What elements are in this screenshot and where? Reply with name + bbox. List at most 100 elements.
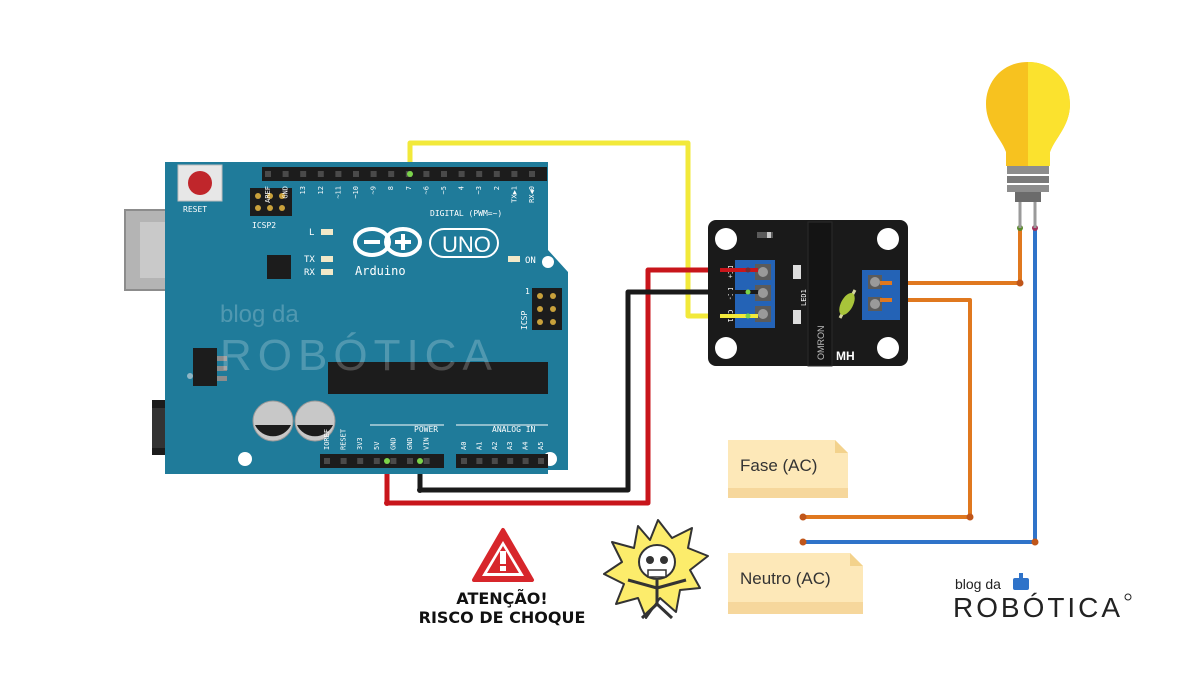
watermark-bottom: ROBÓTICA — [220, 331, 498, 380]
header-pin — [441, 171, 447, 177]
header-pin — [461, 458, 467, 464]
header-pin — [538, 458, 544, 464]
blog-da-robotica-logo: blog da ROBÓTICA — [953, 573, 1132, 623]
pin-label: A4 — [522, 442, 530, 450]
header-pin — [458, 171, 465, 177]
header-pin — [388, 171, 395, 177]
pin-label: RX◀0 — [528, 186, 536, 203]
header-pin — [491, 458, 498, 464]
icsp2-header — [250, 188, 292, 216]
relay-output-terminal — [862, 270, 900, 320]
gnd-wire — [417, 289, 753, 493]
pin-label: 12 — [317, 186, 325, 194]
logo-bottom: ROBÓTICA — [953, 592, 1123, 623]
led-l — [321, 229, 333, 235]
header-pin — [340, 458, 347, 464]
analog-label: ANALOG IN — [492, 425, 536, 434]
relay-led-label: LED1 — [800, 289, 808, 306]
pin-label: A3 — [506, 442, 514, 450]
power-label: POWER — [414, 425, 438, 434]
pin-label: 2 — [493, 186, 501, 190]
header-pin — [507, 458, 514, 464]
icsp-pin-one: 1 — [525, 287, 530, 296]
relay-input-wire-ends — [720, 267, 892, 319]
pin-label: AREF — [264, 186, 272, 203]
header-pin — [423, 458, 430, 464]
robot-icon — [1013, 573, 1029, 590]
led-tx-label: TX — [304, 255, 315, 265]
logo-top: blog da — [955, 576, 1001, 592]
header-pin — [407, 458, 413, 464]
pin-label: 8 — [387, 186, 395, 190]
header-pin — [390, 458, 397, 464]
header-pin — [370, 171, 377, 177]
pin-label: ~10 — [352, 186, 360, 199]
pin-label: RESET — [340, 428, 348, 450]
fase-note: Fase (AC) — [728, 440, 848, 498]
fase-label: Fase (AC) — [740, 456, 817, 475]
mount-hole — [238, 452, 252, 466]
pin-label: 7 — [405, 186, 413, 190]
header-pin — [423, 171, 430, 177]
header-pin — [324, 458, 330, 464]
atmega-chip — [328, 362, 548, 394]
relay-module: DC+DC-CH1 LED1 OMRON MH — [708, 220, 908, 367]
header-pin — [476, 458, 483, 464]
header-pin — [357, 458, 364, 464]
light-bulb-icon — [986, 62, 1070, 228]
pin-label: ~9 — [370, 186, 378, 194]
led-rx-label: RX — [304, 268, 315, 278]
arduino-brand: Arduino — [355, 264, 406, 278]
on-label: ON — [525, 256, 536, 266]
uno-label: UNO — [442, 232, 491, 257]
pin-label: A5 — [537, 442, 545, 450]
pin-label: GND — [406, 437, 414, 450]
led-tx — [321, 256, 333, 262]
relay-led — [793, 265, 801, 279]
icsp-header — [532, 288, 562, 330]
omron-ssr — [807, 221, 833, 367]
pin-label: ~11 — [334, 186, 342, 199]
pin-label: ~5 — [440, 186, 448, 194]
led-l-label: L — [309, 228, 314, 238]
digital-label: DIGITAL (PWM=~) — [430, 209, 502, 218]
header-pin — [529, 171, 535, 177]
pin-label: A1 — [475, 442, 483, 450]
board-pcb — [165, 162, 568, 474]
voltage-regulator — [193, 348, 227, 386]
uno-badge — [429, 228, 499, 258]
pin-label: IOREF — [323, 429, 331, 450]
pin-label: TX▶1 — [510, 186, 518, 203]
reset-label: RESET — [183, 205, 207, 214]
digital-header — [262, 167, 547, 181]
header-pin — [300, 171, 307, 177]
pin-label: GND — [282, 186, 290, 199]
pin-label: ~6 — [422, 186, 430, 194]
mount-hole — [542, 256, 554, 268]
header-pin — [373, 458, 380, 464]
header-pin — [476, 171, 483, 177]
capacitor-2 — [294, 400, 336, 442]
fase-wire-ac — [801, 298, 972, 519]
header-pin — [265, 171, 271, 177]
led-rx — [321, 269, 333, 275]
pin-label: VIN — [423, 437, 431, 450]
omron-label: OMRON — [816, 326, 826, 361]
reset-button[interactable] — [177, 164, 223, 202]
header-pin — [353, 171, 359, 177]
pin-label: 5V — [373, 441, 381, 450]
header-pin — [493, 171, 500, 177]
pin-label: 4 — [458, 186, 466, 190]
warning-line-2: RISCO DE CHOQUE — [419, 608, 586, 627]
pin-label: 13 — [299, 186, 307, 194]
header-pin — [282, 171, 289, 177]
warning-line-1: ATENÇÃO! — [456, 589, 547, 608]
neutro-note: Neutro (AC) — [728, 553, 863, 614]
watermark-top: blog da — [220, 301, 299, 328]
icsp-label: ICSP — [520, 311, 529, 330]
relay-mark: MH — [836, 349, 855, 363]
led-on — [508, 256, 520, 262]
